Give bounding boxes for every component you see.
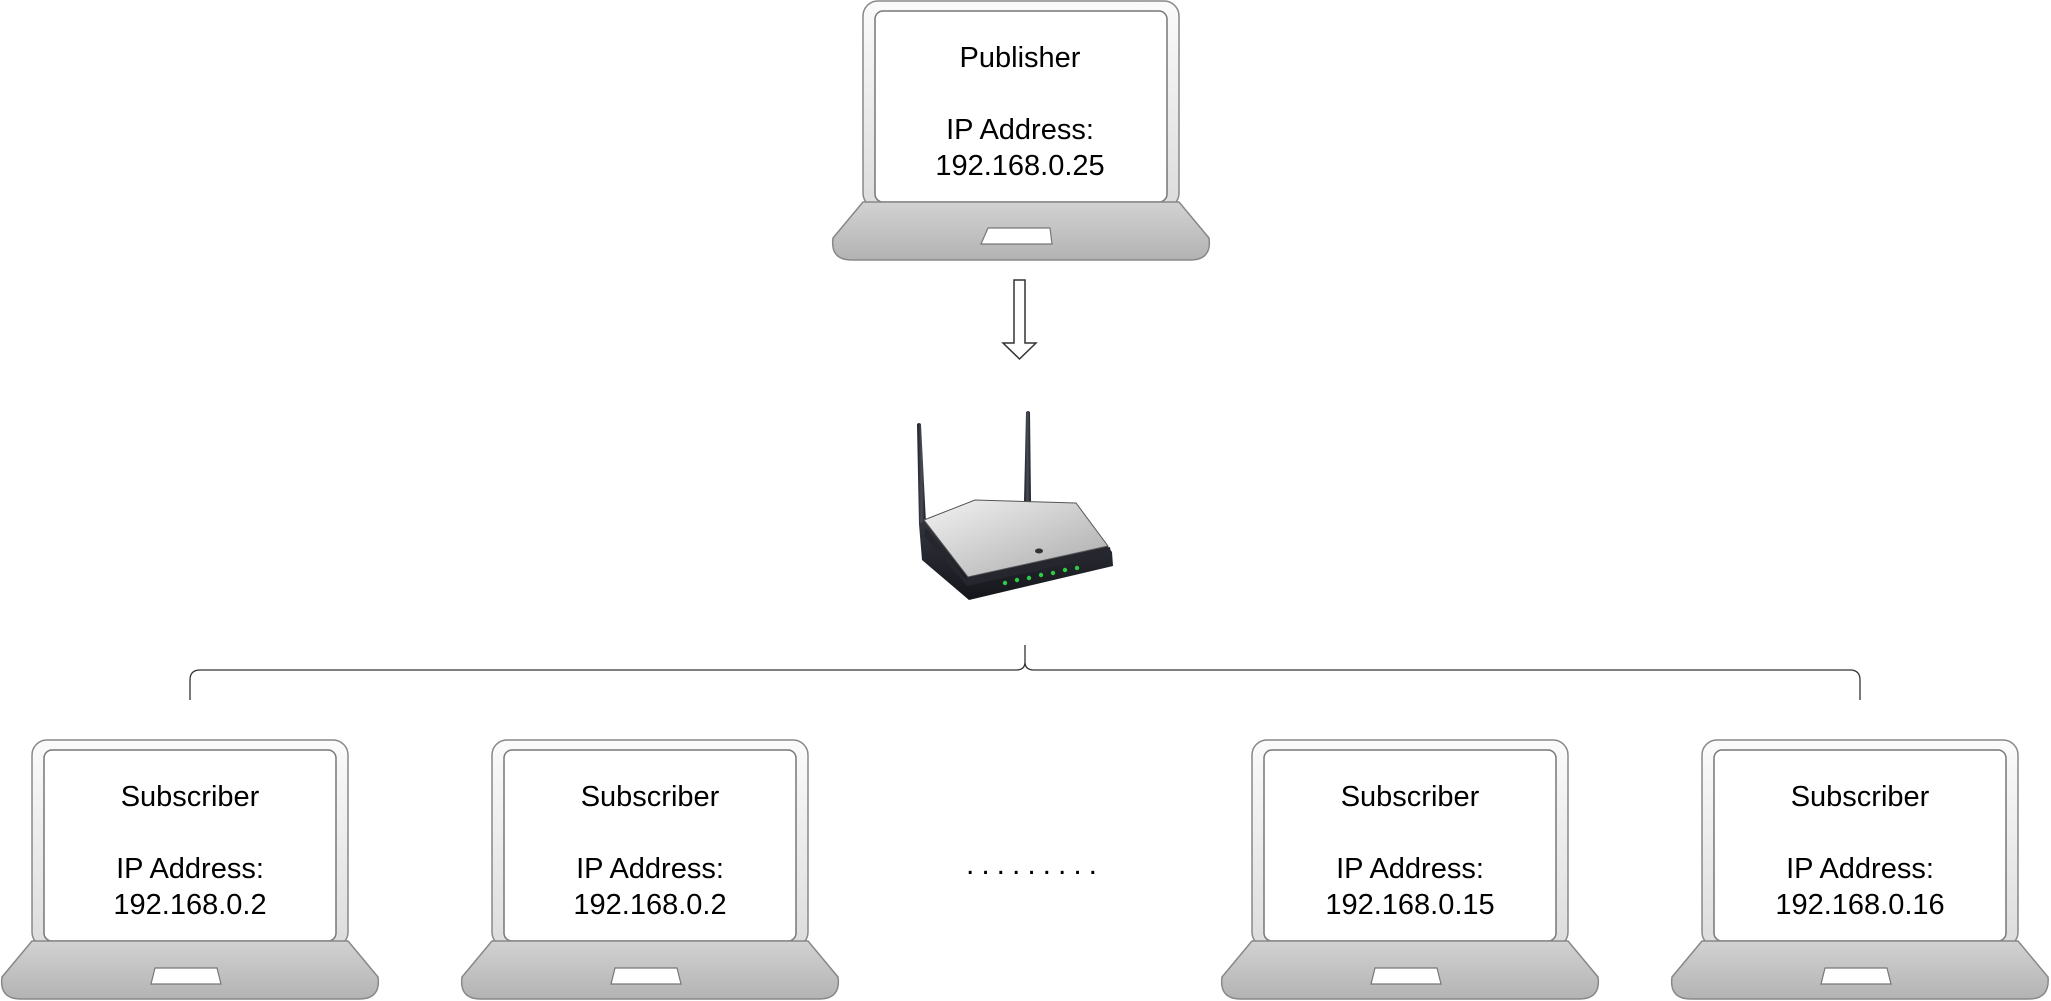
subscriber-ip-label: IP Address: [1336,853,1484,885]
status-leds [1002,565,1080,586]
subscriber-ip-label: IP Address: [1786,853,1934,885]
subscriber-role-label: Subscriber [1791,781,1930,813]
distribution-brace [189,645,1861,700]
subscriber-ip-label: IP Address: [576,853,724,885]
subscriber-role-label: Subscriber [581,781,720,813]
subscriber-role-label: Subscriber [121,781,260,813]
laptop-icon [831,0,1211,261]
publisher-role-label: Publisher [960,42,1081,74]
subscriber-ip-value: 192.168.0.2 [573,889,726,921]
subscriber-laptop-2: Subscriber IP Address: 192.168.0.2 [460,739,840,1000]
publisher-ip-label: IP Address: [946,114,1094,146]
subscriber-laptop-4: Subscriber IP Address: 192.168.0.16 [1670,739,2049,1000]
down-arrow-icon [1001,279,1038,361]
subscriber-ip-value: 192.168.0.2 [113,889,266,921]
laptop-icon [0,739,380,1000]
subscriber-ip-label: IP Address: [116,853,264,885]
publisher-ip-value: 192.168.0.25 [935,150,1104,182]
laptop-icon [1670,739,2049,1000]
wireless-router-icon [917,411,1113,600]
laptop-icon [1220,739,1600,1000]
publisher-laptop: Publisher IP Address: 192.168.0.25 [831,0,1211,261]
more-subscribers-ellipsis: ......... [966,848,1104,881]
subscriber-ip-value: 192.168.0.16 [1775,889,1944,921]
subscriber-laptop-1: Subscriber IP Address: 192.168.0.2 [0,739,380,1000]
laptop-icon [460,739,840,1000]
subscriber-ip-value: 192.168.0.15 [1325,889,1494,921]
subscriber-laptop-3: Subscriber IP Address: 192.168.0.15 [1220,739,1600,1000]
subscriber-role-label: Subscriber [1341,781,1480,813]
